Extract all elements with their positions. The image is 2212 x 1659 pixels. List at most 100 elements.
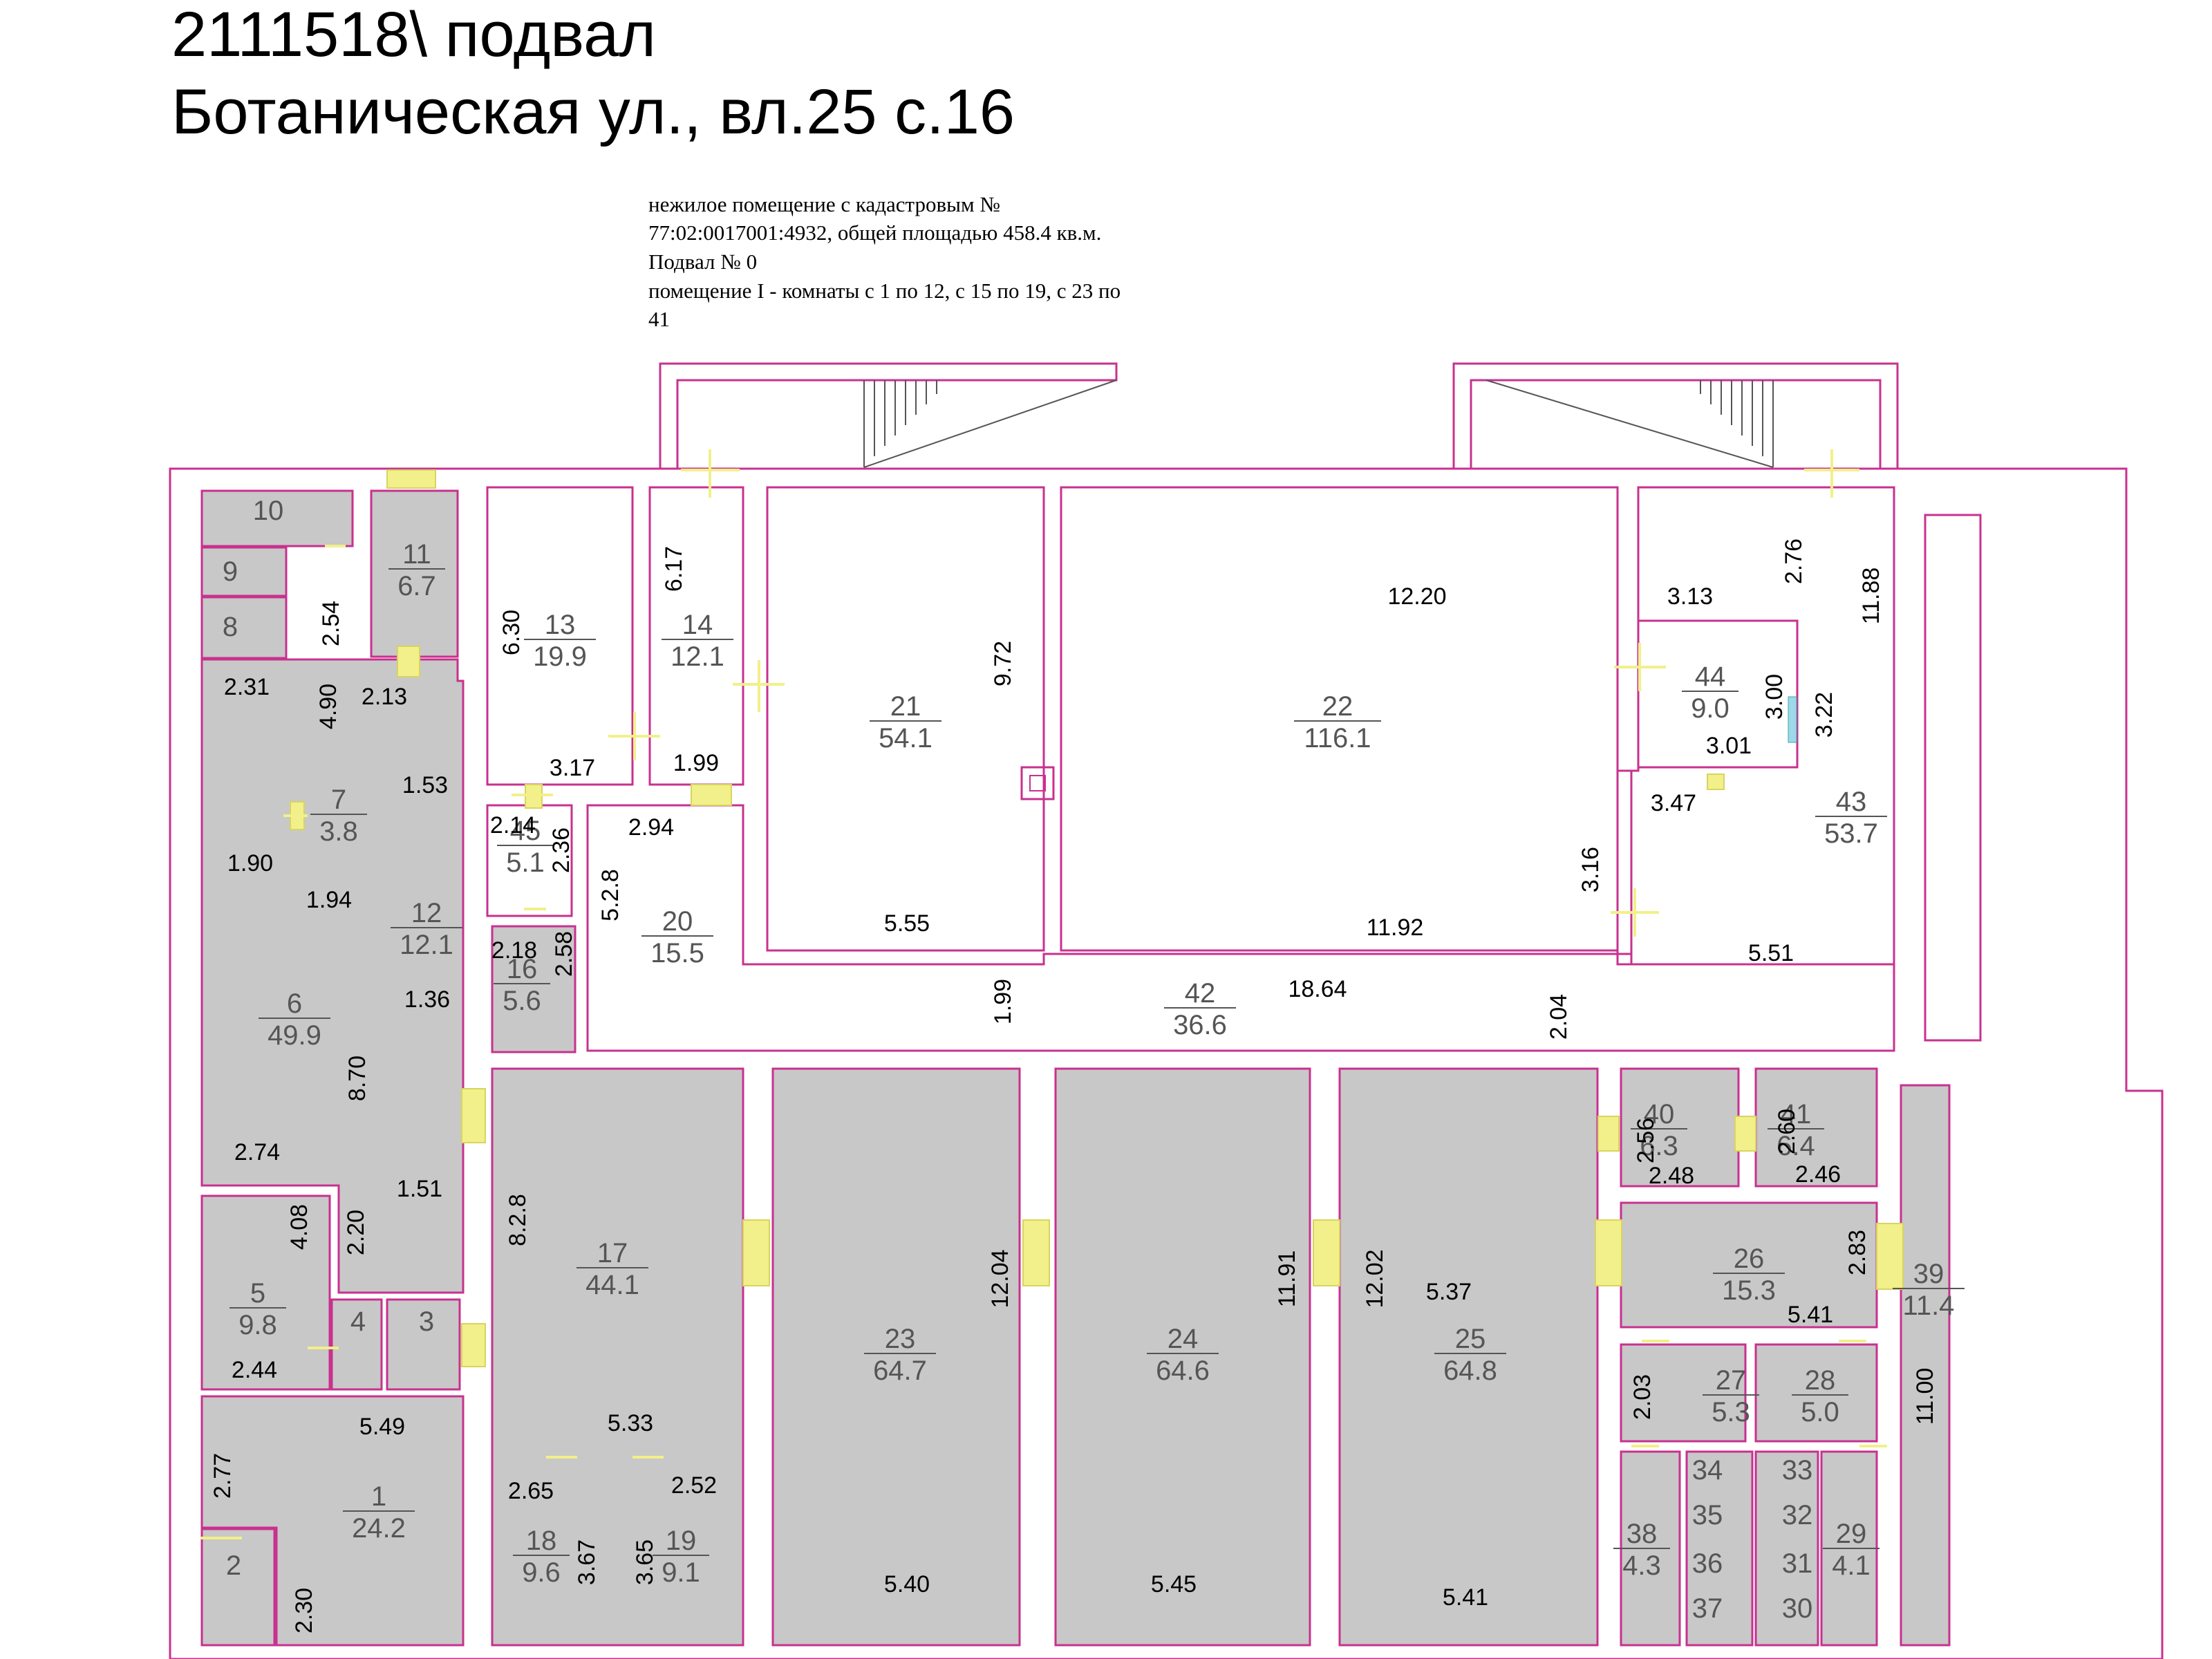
room-number-33: 33 (1782, 1455, 1813, 1485)
plan-address: Ботаническая ул., вл.25 с.16 (171, 77, 1015, 147)
room-area-40: 6.3 (1640, 1131, 1678, 1161)
room-number-30: 30 (1782, 1593, 1813, 1624)
dimension-label: 2.44 (232, 1357, 277, 1383)
room-area-6: 49.9 (268, 1020, 321, 1051)
dimension-label: 1.90 (227, 850, 273, 877)
description-line: 77:02:0017001:4932, общей площадью 458.4… (648, 221, 1102, 245)
stair-well-right (1452, 362, 1899, 469)
dimension-label: 2.77 (209, 1453, 236, 1499)
dimension-label: 2.74 (234, 1139, 280, 1165)
dimension-label: 3.65 (632, 1539, 658, 1585)
room-number-35: 35 (1692, 1500, 1723, 1530)
room-area-41: 6.4 (1777, 1131, 1815, 1161)
room-area-21: 54.1 (879, 723, 932, 753)
room-number-4: 4 (350, 1306, 366, 1337)
room-area-13: 19.9 (533, 641, 587, 672)
room-number-5: 5 (250, 1278, 265, 1309)
room-area-45: 5.1 (506, 847, 545, 878)
room-number-9: 9 (223, 556, 238, 587)
room-number-1: 1 (371, 1481, 386, 1512)
room-number-38: 38 (1627, 1519, 1658, 1549)
room-area-39: 11.4 (1903, 1291, 1955, 1321)
column (1029, 775, 1046, 791)
dimension-label: 2.03 (1629, 1374, 1656, 1420)
room-number-19: 19 (666, 1526, 697, 1556)
dimension-label: 2.30 (291, 1588, 317, 1633)
room-number-45: 45 (510, 816, 541, 846)
room-number-20: 20 (662, 906, 693, 937)
room-area-22: 116.1 (1304, 723, 1371, 753)
dimension-label: 12.20 (1387, 583, 1446, 610)
dimension-label: 2.18 (491, 937, 537, 964)
dimension-label: 2.65 (508, 1478, 554, 1504)
stair-well-left (659, 362, 1118, 469)
door-swing-marks (200, 449, 1887, 1539)
room-area-1: 24.2 (352, 1513, 406, 1544)
dimension-label: 18.64 (1288, 976, 1347, 1002)
dimension-label: 2.48 (1649, 1163, 1694, 1189)
room-number-36: 36 (1692, 1548, 1723, 1579)
dimension-label: 11.88 (1858, 568, 1884, 625)
room-area-29: 4.1 (1832, 1550, 1871, 1581)
room-area-18: 9.6 (522, 1557, 561, 1588)
room-area-28: 5.0 (1801, 1397, 1839, 1427)
dimension-label: 2.04 (1546, 994, 1572, 1040)
description-line: нежилое помещение с кадастровым № (648, 192, 1000, 216)
room-area-20: 15.5 (650, 938, 704, 968)
dimension-label: 3.22 (1811, 692, 1837, 738)
dimension-label: 3.67 (574, 1539, 600, 1585)
other-rooms (486, 486, 1982, 1052)
room-area-43: 53.7 (1824, 818, 1878, 849)
room-number-28: 28 (1805, 1365, 1836, 1396)
room-number-25: 25 (1455, 1324, 1486, 1354)
room-number-42: 42 (1185, 978, 1216, 1009)
room-area-14: 12.1 (671, 641, 724, 672)
room-area-25: 64.8 (1443, 1356, 1497, 1386)
room-number-41: 41 (1781, 1099, 1812, 1130)
column (1020, 766, 1055, 800)
dimension-label: 5.2.8 (597, 869, 624, 921)
room-number-24: 24 (1168, 1324, 1199, 1354)
dimension-label: 2.94 (628, 814, 674, 841)
dimension-label: 5.41 (1443, 1584, 1488, 1611)
dimension-label: 1.53 (402, 772, 448, 798)
room-number-22: 22 (1322, 691, 1353, 722)
dimension-label: 5.37 (1426, 1279, 1472, 1305)
room-number-34: 34 (1692, 1455, 1723, 1485)
room-number-29: 29 (1836, 1519, 1867, 1549)
premises-rooms (200, 489, 1951, 1647)
dimension-label: 2.36 (548, 827, 574, 873)
description-line: 41 (648, 307, 670, 331)
room-number-18: 18 (526, 1526, 557, 1556)
room-labels: 124.223459.8649.973.88910116.71212.11319… (223, 496, 1965, 1624)
dimension-label: 5.40 (884, 1571, 930, 1597)
dimension-label: 11.92 (1367, 915, 1424, 941)
room-number-3: 3 (419, 1306, 434, 1337)
room-number-6: 6 (287, 988, 302, 1019)
room-number-44: 44 (1695, 662, 1726, 692)
window (1788, 696, 1797, 743)
room-number-17: 17 (597, 1238, 628, 1268)
room-number-13: 13 (545, 610, 576, 640)
room-area-38: 4.3 (1622, 1550, 1661, 1581)
room-number-27: 27 (1716, 1365, 1747, 1396)
dimension-label: 12.04 (987, 1249, 1013, 1308)
room-number-32: 32 (1782, 1500, 1813, 1530)
dimension-label: 2.13 (362, 684, 407, 710)
room-number-26: 26 (1734, 1244, 1765, 1274)
dimension-label: 2.20 (343, 1210, 369, 1255)
outer-wall (169, 467, 2164, 1659)
dimension-label: 2.31 (224, 674, 270, 700)
room-area-7: 3.8 (319, 816, 358, 847)
room-area-24: 64.6 (1156, 1356, 1210, 1386)
dimension-label: 3.00 (1761, 674, 1788, 720)
dimension-label: 9.72 (990, 641, 1016, 686)
dimension-label: 8.2.8 (505, 1194, 531, 1246)
description-line: помещение I - комнаты с 1 по 12, с 15 по… (648, 279, 1121, 303)
dimension-label: 1.99 (673, 750, 719, 776)
dimension-label: 4.90 (315, 684, 341, 729)
dimension-label: 2.14 (490, 812, 536, 838)
dimension-label: 12.02 (1362, 1249, 1388, 1308)
